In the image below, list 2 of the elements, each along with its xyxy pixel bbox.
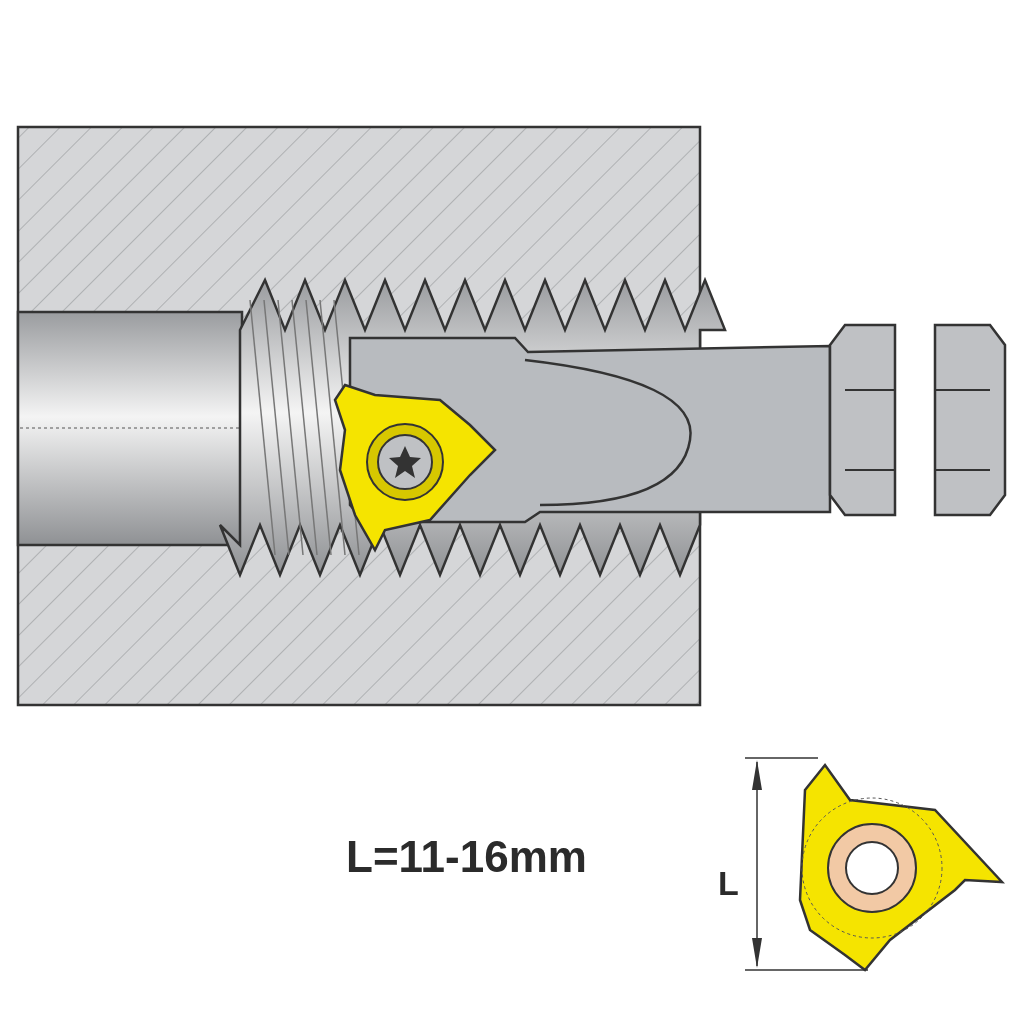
dimension-label: L [718, 866, 739, 900]
dimension-note: L=11-16mm [346, 835, 587, 879]
